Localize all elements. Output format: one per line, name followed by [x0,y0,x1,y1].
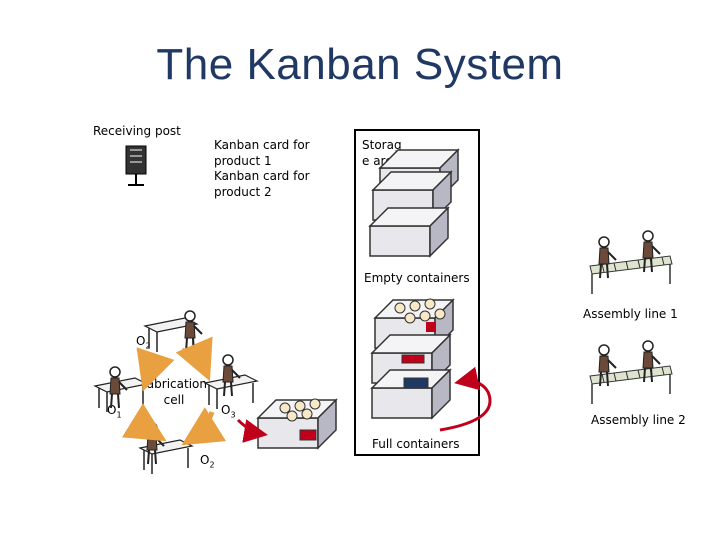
receiving-post-icon [125,145,147,186]
page-title: The Kanban System [156,40,564,89]
operator-o1-label: O1 [107,403,122,420]
container-to-storage-arrow [439,366,492,432]
storage-area-frame [354,129,480,456]
assembly-line-2-label: Assembly line 2 [591,413,686,427]
fabrication-to-container-arrow [236,418,268,443]
empty-containers-label: Empty containers [364,271,470,285]
fabrication-cell-illustration [94,310,258,475]
operator-o2-bottom-label: O2 [200,453,215,470]
fabrication-cycle-arrows [121,336,227,446]
kanban-card-product-2-label: Kanban card for product 2 [214,169,310,199]
operator-o2-top-label: O2 [136,334,151,351]
receiving-post-label: Receiving post [93,124,181,138]
assembly-line-2-illustration [589,340,673,405]
full-containers-label: Full containers [372,437,460,451]
full-containers-stack [371,298,454,419]
fabrication-output-container [257,398,337,449]
kanban-card-product-1-label: Kanban card for product 1 [214,138,310,168]
empty-containers-stack [369,149,459,257]
assembly-line-1-illustration [589,230,673,295]
assembly-line-1-label: Assembly line 1 [583,307,678,321]
